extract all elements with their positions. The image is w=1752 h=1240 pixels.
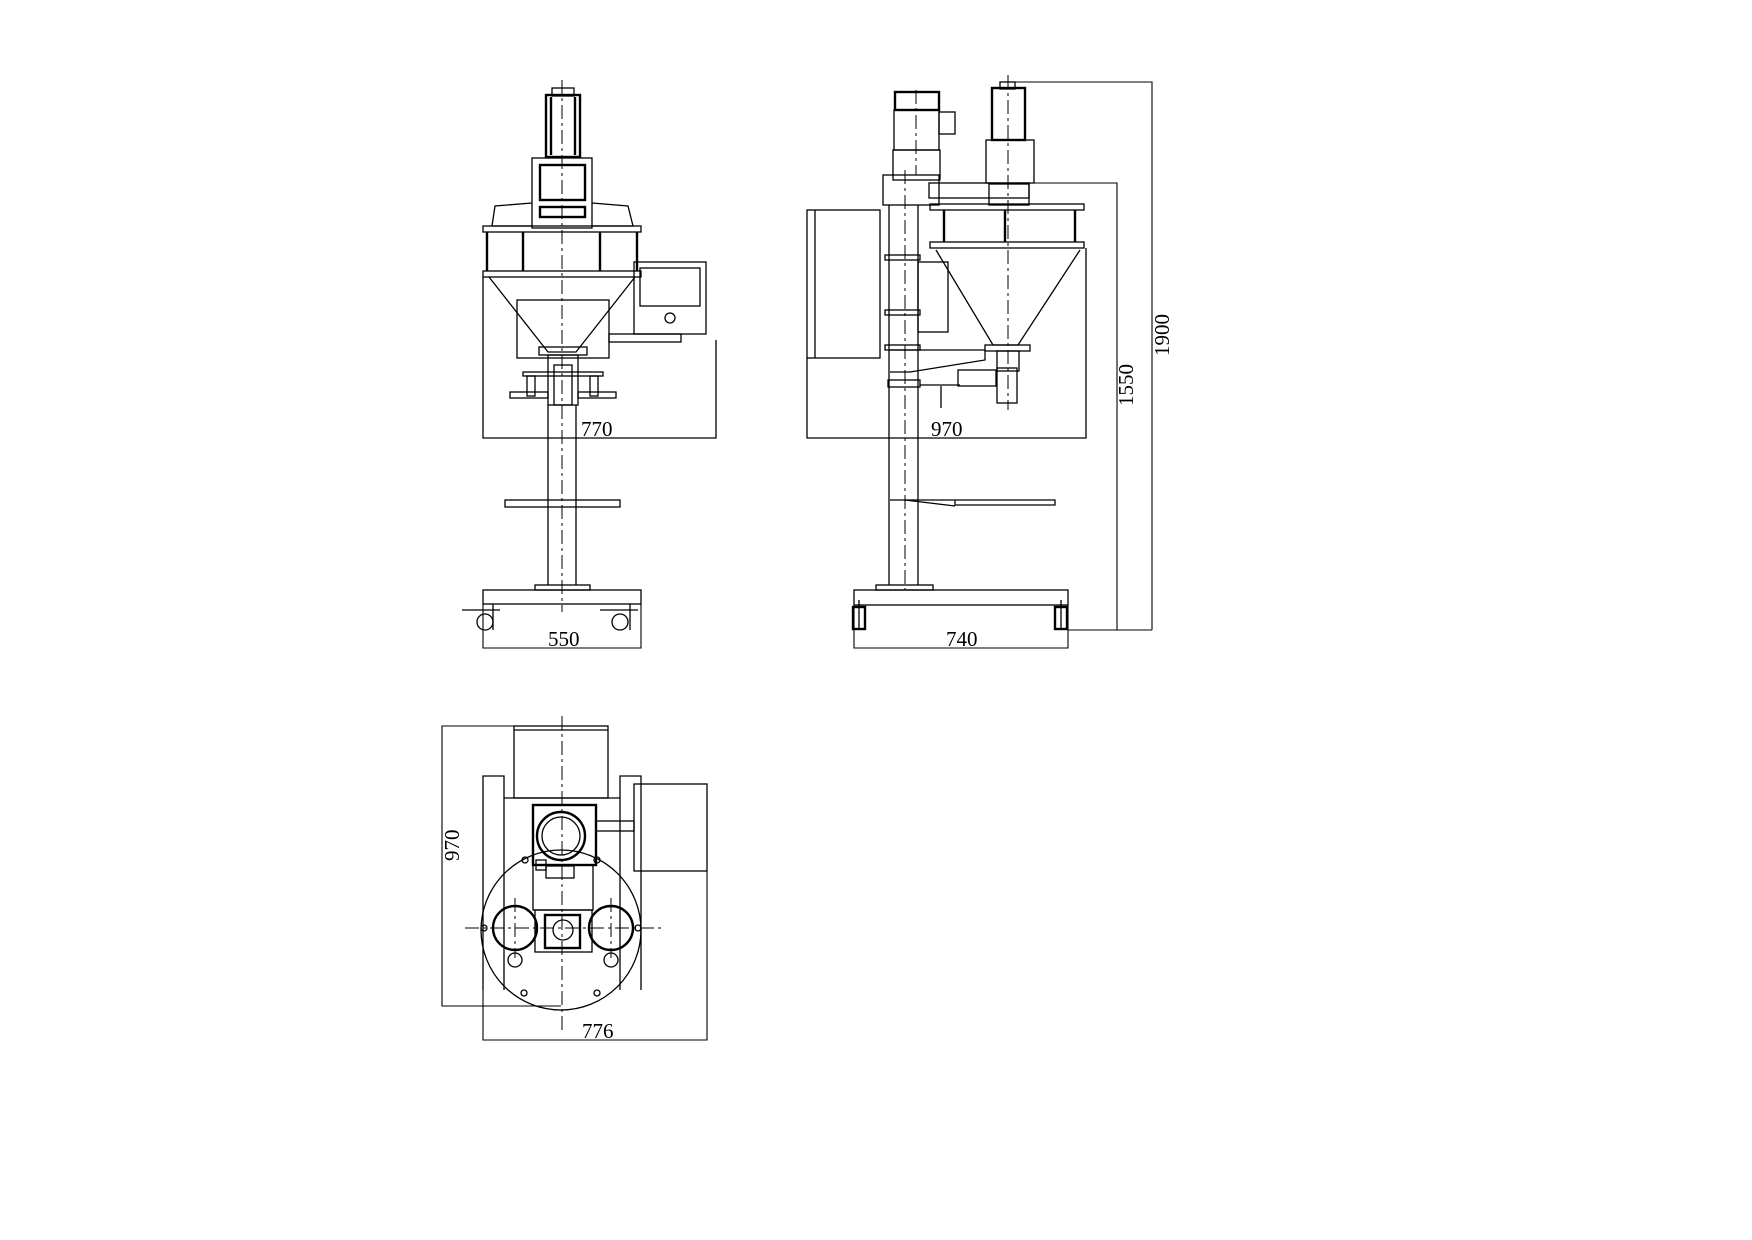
dim-front-base-width: 550 bbox=[548, 627, 580, 651]
dim-side-overall-height: 1900 bbox=[1150, 314, 1174, 356]
front-view: 770 550 bbox=[462, 80, 717, 651]
top-view: 970 776 bbox=[440, 716, 708, 1043]
dim-front-hopper-width: 770 bbox=[581, 417, 613, 441]
mixer-motor bbox=[893, 90, 941, 112]
caster-left bbox=[462, 604, 500, 631]
caster-right bbox=[600, 604, 638, 631]
servo-motor-front bbox=[544, 93, 582, 159]
caster-side-left bbox=[851, 600, 867, 631]
dim-side-hopper-depth: 970 bbox=[931, 417, 963, 441]
electric-cabinet-top bbox=[633, 783, 708, 872]
electric-cabinet bbox=[806, 209, 881, 359]
dim-top-overall-width: 776 bbox=[582, 1019, 614, 1043]
caster-side-right bbox=[1053, 600, 1069, 631]
dim-side-base-depth: 740 bbox=[946, 627, 978, 651]
side-view: 970 740 1550 1900 bbox=[806, 75, 1174, 651]
dim-top-overall-depth: 970 bbox=[440, 830, 464, 862]
dim-side-hopper-top-height: 1550 bbox=[1114, 364, 1138, 406]
